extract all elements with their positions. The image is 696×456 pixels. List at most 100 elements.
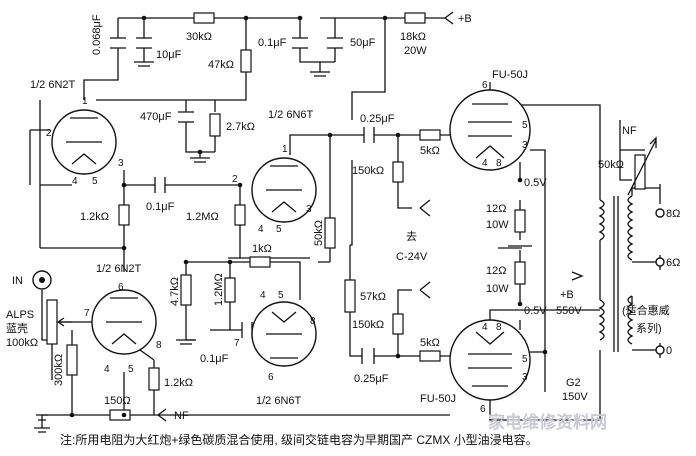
label-alps-3: 100kΩ	[6, 337, 38, 349]
label-v4-name: 1/2 6N6T	[256, 395, 302, 407]
tube-v5	[449, 89, 531, 171]
resistor-18k	[404, 12, 426, 24]
label-1-2m-b: 1.2MΩ	[213, 273, 225, 306]
label-1k: 1kΩ	[252, 243, 272, 255]
label-50k: 50kΩ	[313, 220, 325, 246]
label-150k-top: 150kΩ	[352, 165, 384, 177]
label-alps-2: 蓝壳	[6, 321, 28, 335]
capacitors	[110, 37, 375, 364]
v2-pin-5: 5	[276, 224, 282, 235]
v6-pin-6: 6	[480, 404, 486, 415]
label-tap-0: 0	[666, 345, 672, 357]
v3-pin-5: 5	[128, 364, 134, 375]
resistor-5k-bot	[419, 350, 441, 362]
ground-symbols	[34, 61, 522, 433]
cap-0-068	[110, 37, 126, 49]
v4-pin-8: 8	[310, 316, 316, 327]
v2-pin-3: 3	[306, 204, 312, 215]
junction-dots	[69, 15, 548, 418]
v2-pin-4: 4	[258, 224, 264, 235]
cap-0-25-bot	[361, 348, 375, 364]
label-in: IN	[12, 275, 23, 287]
label-1-2k-a: 1.2kΩ	[80, 211, 109, 223]
v6-pin-8: 8	[496, 322, 502, 333]
cap-0-1-bot	[241, 322, 253, 338]
label-50k-nf: 50kΩ	[598, 159, 624, 171]
resistor-1-2k-b	[148, 367, 160, 391]
pot-adjust-arrow	[627, 136, 657, 196]
resistor-50k	[324, 217, 336, 249]
resistor-12-a	[514, 209, 526, 233]
label-5k-top: 5kΩ	[420, 145, 440, 157]
label-spk-1: (适合惠威	[622, 303, 670, 317]
cap-470u	[178, 111, 194, 123]
resistor-300k	[66, 344, 78, 376]
cap-0-1-top	[292, 37, 308, 49]
label-b-plus-2: +B	[560, 289, 574, 301]
terminal-arrows	[157, 11, 454, 422]
label-10w-a: 10W	[486, 219, 509, 231]
label-0-5v-bot: 0.5V	[524, 305, 547, 317]
v5-pin-3: 3	[522, 140, 528, 151]
label-nf-top: NF	[622, 125, 637, 137]
tube-v6	[449, 319, 531, 401]
v3-pin-7: 7	[84, 308, 90, 319]
v2-pin-2: 2	[232, 174, 238, 185]
label-5k-bot: 5kΩ	[420, 337, 440, 349]
component-labels: +B 30kΩ 0.068μF 10μF 47kΩ 0.1μF 50μF 18k…	[6, 13, 680, 422]
pot-wiper-arrow	[56, 317, 72, 327]
v4-pin-7: 7	[234, 338, 240, 349]
label-30k: 30kΩ	[186, 31, 212, 43]
resistor-12-b	[514, 261, 526, 285]
label-2-7k: 2.7kΩ	[226, 121, 255, 133]
v5-pin-8: 8	[496, 158, 502, 169]
label-0-25-top: 0.25μF	[360, 113, 395, 125]
cap-50u	[327, 37, 343, 49]
resistor-4-7k	[180, 274, 192, 306]
v6-pin-3: 3	[522, 372, 528, 383]
resistor-57k	[344, 279, 356, 313]
label-tap-8: 8Ω	[666, 208, 680, 220]
label-c-24v: C-24V	[396, 251, 428, 263]
label-12-a: 12Ω	[486, 203, 506, 215]
label-spk-2: 系列)	[636, 321, 662, 335]
label-300k: 300kΩ	[53, 354, 65, 386]
resistor-2-7k	[209, 113, 221, 137]
v2-pin-1: 1	[282, 144, 288, 155]
resistor-150k-top	[392, 161, 404, 183]
label-50u: 50μF	[350, 37, 376, 49]
label-v3-name: 1/2 6N2T	[96, 263, 142, 275]
cap-0-25-top	[363, 127, 375, 143]
watermark: 家电维修资料网	[488, 412, 607, 432]
v3-pin-4: 4	[104, 364, 110, 375]
label-0-068: 0.068μF	[91, 14, 103, 55]
resistor-1-2m-b	[224, 277, 236, 303]
output-transformer	[571, 195, 665, 355]
label-1-2m-a: 1.2MΩ	[186, 211, 219, 223]
label-10w-b: 10W	[486, 283, 509, 295]
label-1-2k-b: 1.2kΩ	[164, 377, 193, 389]
cap-10u	[136, 37, 152, 49]
v1-pin-5: 5	[92, 176, 98, 187]
label-470u: 470μF	[140, 111, 172, 123]
resistor-30k	[193, 12, 215, 24]
tube-v4	[251, 301, 317, 367]
label-qu: 去	[406, 230, 417, 243]
tube-v2	[251, 157, 317, 223]
v4-pin-6: 6	[268, 372, 274, 383]
label-0-5v-top: 0.5V	[524, 177, 547, 189]
v5-pin-4: 4	[482, 158, 488, 169]
label-v6-name: FU-50J	[420, 393, 456, 405]
label-18k: 18kΩ	[400, 31, 426, 43]
label-12-b: 12Ω	[486, 265, 506, 277]
label-0-1-mid: 0.1μF	[146, 201, 175, 213]
resistor-1-2k-a	[118, 204, 130, 226]
cap-0-1-mid	[154, 177, 166, 193]
label-150: 150Ω	[104, 395, 131, 407]
v6-pin-5: 5	[522, 354, 528, 365]
resistor-150k-bot	[392, 313, 404, 335]
label-v5-name: FU-50J	[492, 69, 528, 81]
v1-pin-2: 2	[46, 128, 52, 139]
label-0-1-bot: 0.1μF	[200, 353, 229, 365]
